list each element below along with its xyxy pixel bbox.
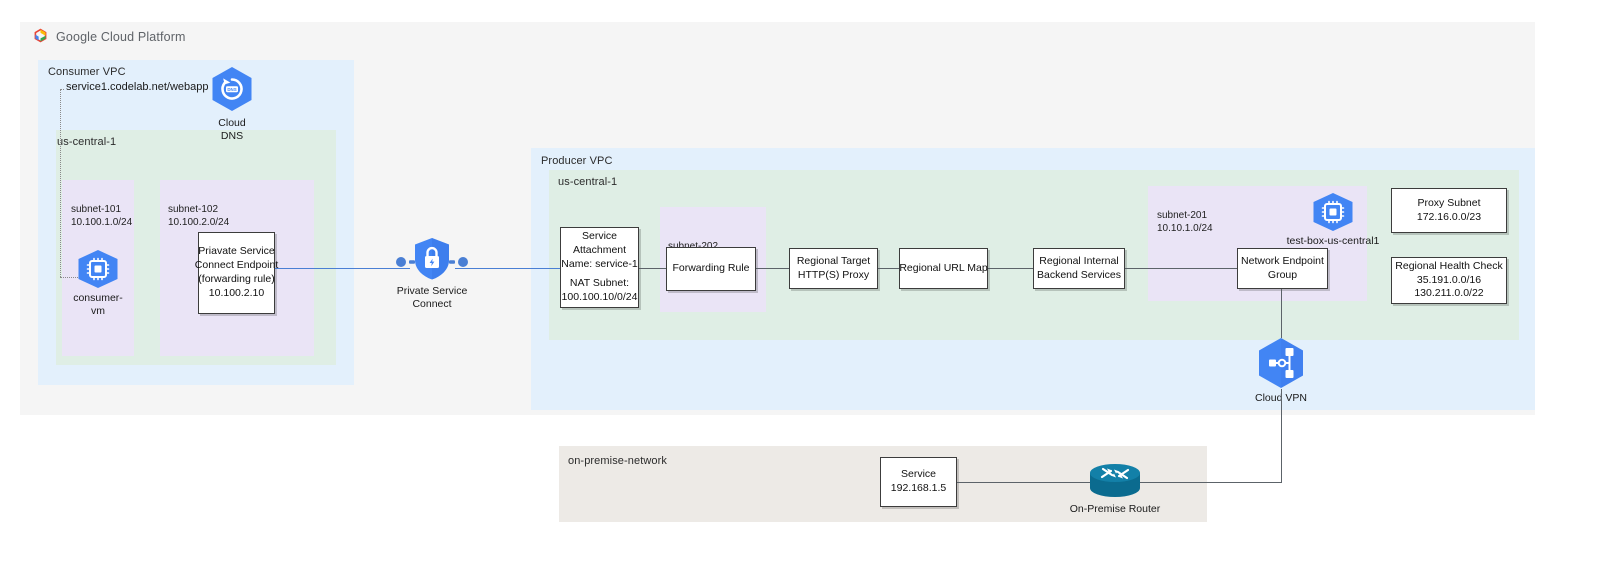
network-endpoint-group-line1: Network Endpoint [1241, 254, 1324, 267]
regional-target-proxy-box[interactable]: Regional Target HTTP(S) Proxy [789, 248, 878, 289]
link-proxy-to-urlmap [878, 268, 899, 270]
psc-link-left [275, 268, 410, 270]
cloud-dns-icon: DNS [210, 66, 254, 114]
gcp-header: Google Cloud Platform [32, 28, 186, 45]
regional-backend-services-line1: Regional Internal [1039, 254, 1119, 267]
proxy-subnet-box[interactable]: Proxy Subnet 172.16.0.0/23 [1391, 188, 1507, 233]
cloud-vpn-icon [1255, 337, 1307, 389]
link-forwarding-to-proxy [756, 268, 789, 270]
regional-url-map-label: Regional URL Map [899, 261, 988, 274]
subnet-201-name: subnet-201 [1157, 209, 1208, 221]
psc-endpoint-box[interactable]: Priavate Service Connect Endpoint (forwa… [194, 232, 279, 314]
subnet-102-name: subnet-102 [168, 203, 219, 215]
service-attachment-line2: Attachment [572, 243, 627, 256]
link-backend-to-neg [1125, 268, 1237, 270]
subnet-101-name: subnet-101 [71, 203, 122, 215]
psc-endpoint-line2: Connect Endpoint [194, 259, 279, 272]
producer-region-label: us-central-1 [558, 176, 618, 188]
regional-backend-services-line2: Backend Services [1036, 268, 1122, 281]
service-attachment-line3: Name: service-1 [561, 257, 638, 270]
link-service-to-router [957, 482, 1091, 484]
forwarding-rule-label: Forwarding Rule [672, 262, 750, 275]
service-attachment-line5: 100.100.10/0/24 [561, 291, 638, 304]
psc-link-right [455, 268, 560, 270]
subnet-102-cidr: 10.100.2.0/24 [168, 217, 230, 228]
subnet-201-cidr: 10.10.1.0/24 [1157, 223, 1213, 234]
service-attachment-line1: Service [581, 230, 617, 242]
dns-path-vertical [60, 89, 61, 277]
on-premise-router-icon [1086, 458, 1144, 500]
private-service-connect-caption: Private Service Connect [396, 285, 468, 311]
regional-health-check-line2: 35.191.0.0/16 [1416, 273, 1482, 286]
subnet-101-cidr: 10.100.1.0/24 [71, 217, 133, 228]
private-service-connect-node[interactable]: Private Service Connect [385, 236, 479, 311]
consumer-vm-caption: consumer-vm [73, 292, 123, 318]
proxy-subnet-line2: 172.16.0.0/23 [1416, 210, 1482, 223]
on-premise-router-node[interactable]: On-Premise Router [1060, 458, 1170, 516]
regional-target-proxy-line1: Regional Target [796, 254, 871, 267]
consumer-vpc-label: Consumer VPC [48, 66, 126, 78]
link-neg-to-vpn [1281, 289, 1283, 338]
link-urlmap-to-backend [988, 268, 1033, 270]
producer-vpc-label: Producer VPC [541, 155, 613, 167]
regional-target-proxy-line2: HTTP(S) Proxy [797, 268, 870, 281]
regional-backend-services-box[interactable]: Regional Internal Backend Services [1033, 248, 1125, 289]
regional-health-check-line3: 130.211.0.0/22 [1414, 287, 1484, 300]
consumer-vm-node[interactable]: consumer-vm [73, 249, 123, 318]
regional-health-check-box[interactable]: Regional Health Check 35.191.0.0/16 130.… [1391, 257, 1507, 304]
svg-text:DNS: DNS [227, 87, 236, 92]
subnet-201-caption: subnet-201 10.10.1.0/24 [1157, 195, 1213, 236]
psc-endpoint-line1: Priavate Service [198, 245, 275, 258]
link-attachment-to-forwarding [639, 268, 666, 270]
cloud-dns-node[interactable]: DNS Cloud DNS [208, 66, 256, 143]
vpn-tunnel-horizontal [1138, 482, 1282, 484]
dns-path-to-vm [60, 277, 88, 278]
private-service-connect-icon [385, 236, 479, 282]
service-attachment-line4: NAT Subnet: [569, 277, 630, 290]
fqdn-label: service1.codelab.net/webapp [64, 81, 211, 93]
on-premise-service-line2: 192.168.1.5 [890, 482, 947, 494]
regional-url-map-box[interactable]: Regional URL Map [899, 248, 988, 289]
on-premise-service-box[interactable]: Service 192.168.1.5 [880, 457, 957, 507]
vpn-tunnel-vertical [1281, 389, 1283, 483]
compute-engine-vm-icon [76, 249, 120, 289]
compute-engine-vm-icon [1311, 192, 1355, 232]
network-endpoint-group-line2: Group [1267, 268, 1298, 281]
consumer-region-label: us-central-1 [57, 136, 117, 148]
subnet-102-caption: subnet-102 10.100.2.0/24 [168, 189, 229, 230]
psc-endpoint-line4: 10.100.2.10 [208, 286, 265, 299]
on-premise-router-caption: On-Premise Router [1069, 503, 1161, 515]
proxy-subnet-line1: Proxy Subnet [1417, 196, 1481, 209]
cloud-vpn-node[interactable]: Cloud VPN [1255, 337, 1307, 405]
network-endpoint-group-box[interactable]: Network Endpoint Group [1237, 248, 1328, 289]
test-box-us-central1-node[interactable]: test-box-us-central1 [1286, 192, 1380, 248]
regional-health-check-line1: Regional Health Check [1395, 259, 1503, 272]
cloud-vpn-caption: Cloud VPN [1255, 392, 1307, 404]
cloud-dns-caption: Cloud DNS [218, 117, 246, 143]
gcp-header-title: Google Cloud Platform [56, 29, 186, 44]
service-attachment-box[interactable]: Service Attachment Name: service-1 NAT S… [560, 227, 639, 308]
on-premise-network-label: on-premise-network [568, 455, 668, 467]
test-box-us-central1-caption: test-box-us-central1 [1286, 235, 1380, 247]
subnet-202-name: subnet-202 [668, 240, 719, 252]
psc-endpoint-line3: (forwarding rule) [198, 273, 275, 285]
on-premise-service-line1: Service [900, 468, 936, 481]
forwarding-rule-box[interactable]: Forwarding Rule [666, 247, 756, 291]
google-cloud-platform-logo-icon [32, 28, 49, 45]
subnet-101-caption: subnet-101 10.100.1.0/24 [71, 189, 132, 230]
